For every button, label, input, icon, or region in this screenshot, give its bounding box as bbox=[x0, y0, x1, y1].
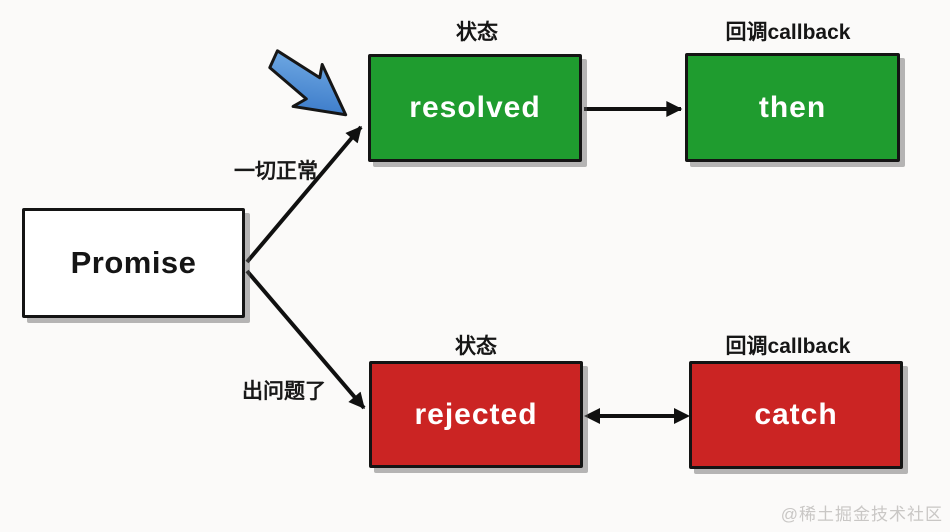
watermark: @稀土掘金技术社区 bbox=[780, 505, 943, 524]
node-then: then bbox=[685, 53, 900, 162]
edge-label-success: 一切正常 bbox=[234, 160, 318, 183]
arrow-promise-to-resolved bbox=[245, 125, 363, 264]
node-catch-label: catch bbox=[754, 398, 838, 431]
node-resolved: resolved bbox=[368, 54, 582, 162]
node-promise-label: Promise bbox=[70, 245, 197, 280]
arrow-promise-to-rejected bbox=[245, 269, 366, 410]
arrow-rejected-catch-bidirectional bbox=[584, 408, 690, 424]
node-rejected: rejected bbox=[369, 361, 583, 468]
node-catch: catch bbox=[689, 361, 903, 469]
node-rejected-label: rejected bbox=[414, 397, 538, 431]
header-callback-top: 回调callback bbox=[725, 21, 851, 44]
node-resolved-label: resolved bbox=[409, 91, 541, 124]
blue-pointer-arrow-icon bbox=[268, 49, 348, 117]
node-then-label: then bbox=[758, 90, 827, 124]
header-state-bottom: 状态 bbox=[455, 335, 497, 358]
edge-label-failure: 出问题了 bbox=[242, 380, 326, 403]
node-promise: Promise bbox=[22, 208, 245, 318]
header-state-top: 状态 bbox=[456, 21, 498, 44]
header-callback-bottom: 回调callback bbox=[725, 335, 851, 358]
